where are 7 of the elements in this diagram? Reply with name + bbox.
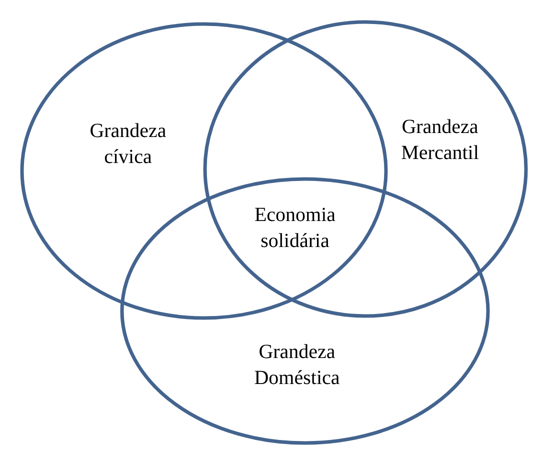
set-label: Grandeza Mercantil [400, 115, 480, 166]
venn-ellipse [203, 20, 528, 318]
intersection-label: Economia solidária [253, 203, 337, 254]
set-label: Grandeza cívica [88, 119, 168, 170]
venn-ellipse [20, 22, 388, 320]
set-label: Grandeza Doméstica [253, 340, 341, 391]
venn-ellipse [120, 177, 490, 445]
